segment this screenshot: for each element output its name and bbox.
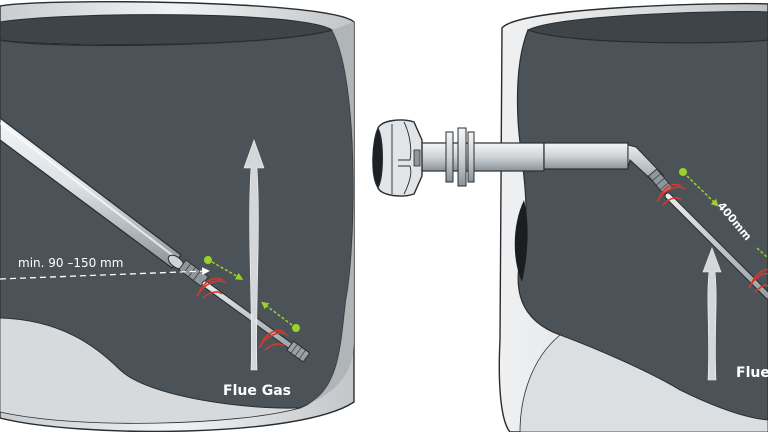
right-duct-recess [514, 200, 528, 282]
right-emitter-lower [748, 268, 768, 293]
analyzer-flange-2 [457, 127, 467, 187]
left-probe [0, 117, 311, 363]
left-duct-side-shade [300, 22, 354, 408]
left-duct-bottom-band [0, 317, 301, 424]
left-beam-arrow-lower [261, 301, 293, 326]
left-beam-arrow-upper [211, 261, 244, 280]
left-distance-dimension: min. 90 –150 mm [0, 256, 210, 280]
analyzer-flange-3 [467, 131, 475, 183]
analyzer-pipe [417, 142, 545, 172]
analyzer-flange-1 [445, 131, 454, 183]
right-flow-label: Flue G [736, 365, 768, 381]
right-beam-arrow [686, 175, 719, 207]
right-probe-tube [543, 142, 629, 170]
right-probe [543, 142, 768, 300]
left-probe-tip [286, 340, 311, 363]
left-duct [0, 1, 355, 433]
analyzer-head [372, 119, 545, 197]
right-flow-arrow [702, 247, 722, 381]
left-emitter-lower [258, 329, 289, 351]
left-distance-label: min. 90 –150 mm [18, 256, 123, 270]
right-beam-dot [679, 168, 687, 176]
left-flow-arrow [243, 139, 265, 371]
left-flow-label: Flue Gas [223, 383, 291, 399]
right-beam-arrow-lower [756, 247, 768, 259]
left-beam-dot-upper [204, 256, 212, 264]
right-emitter-upper [656, 183, 686, 206]
left-beam-dot-lower [292, 324, 300, 332]
analyzer-housing [377, 119, 423, 197]
right-duct [498, 2, 768, 433]
left-emitter-upper [196, 277, 227, 299]
right-duct-bottom-band [519, 334, 768, 433]
